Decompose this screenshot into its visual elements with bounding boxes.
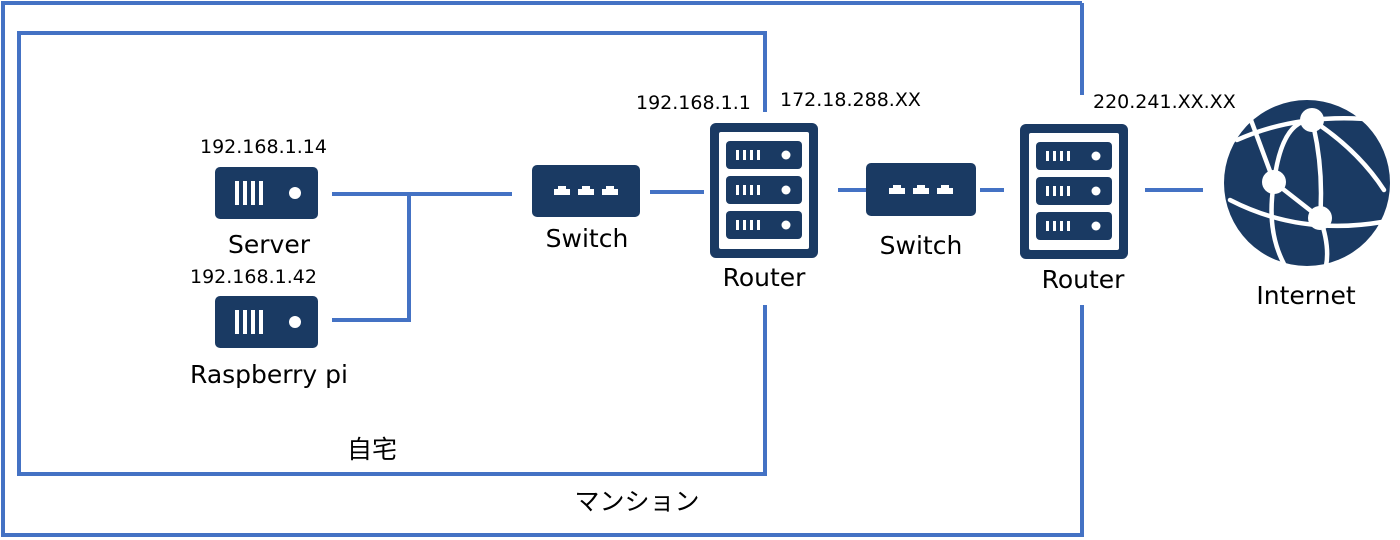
- router-icon: [710, 123, 818, 258]
- building-zone-label: マンション: [574, 487, 700, 516]
- switch2-label: Switch: [879, 231, 963, 260]
- raspberry-label: Raspberry pi: [190, 360, 348, 389]
- raspberry-pi-icon: [215, 296, 318, 348]
- home-zone-border: [17, 31, 767, 476]
- router1-outer-ip-label: 172.18.288.XX: [780, 89, 921, 111]
- home-zone-label: 自宅: [346, 435, 398, 464]
- server-label: Server: [228, 230, 310, 259]
- raspberry-ip-label: 192.168.1.42: [190, 266, 317, 288]
- server-icon: [215, 167, 318, 219]
- router2-ip-label: 220.241.XX.XX: [1093, 91, 1236, 113]
- server-ip-label: 192.168.1.14: [200, 136, 327, 158]
- switch-icon: [532, 165, 640, 217]
- router-icon: [1020, 124, 1128, 259]
- router2-label: Router: [1041, 265, 1125, 294]
- switch-icon: [866, 163, 976, 216]
- internet-label: Internet: [1256, 281, 1356, 310]
- globe-icon: [1224, 100, 1390, 269]
- router1-label: Router: [722, 263, 806, 292]
- connection-lines: [332, 188, 1203, 322]
- router1-inner-ip-label: 192.168.1.1: [636, 92, 751, 114]
- building-zone-border: [1, 1, 1084, 537]
- switch1-label: Switch: [545, 224, 629, 253]
